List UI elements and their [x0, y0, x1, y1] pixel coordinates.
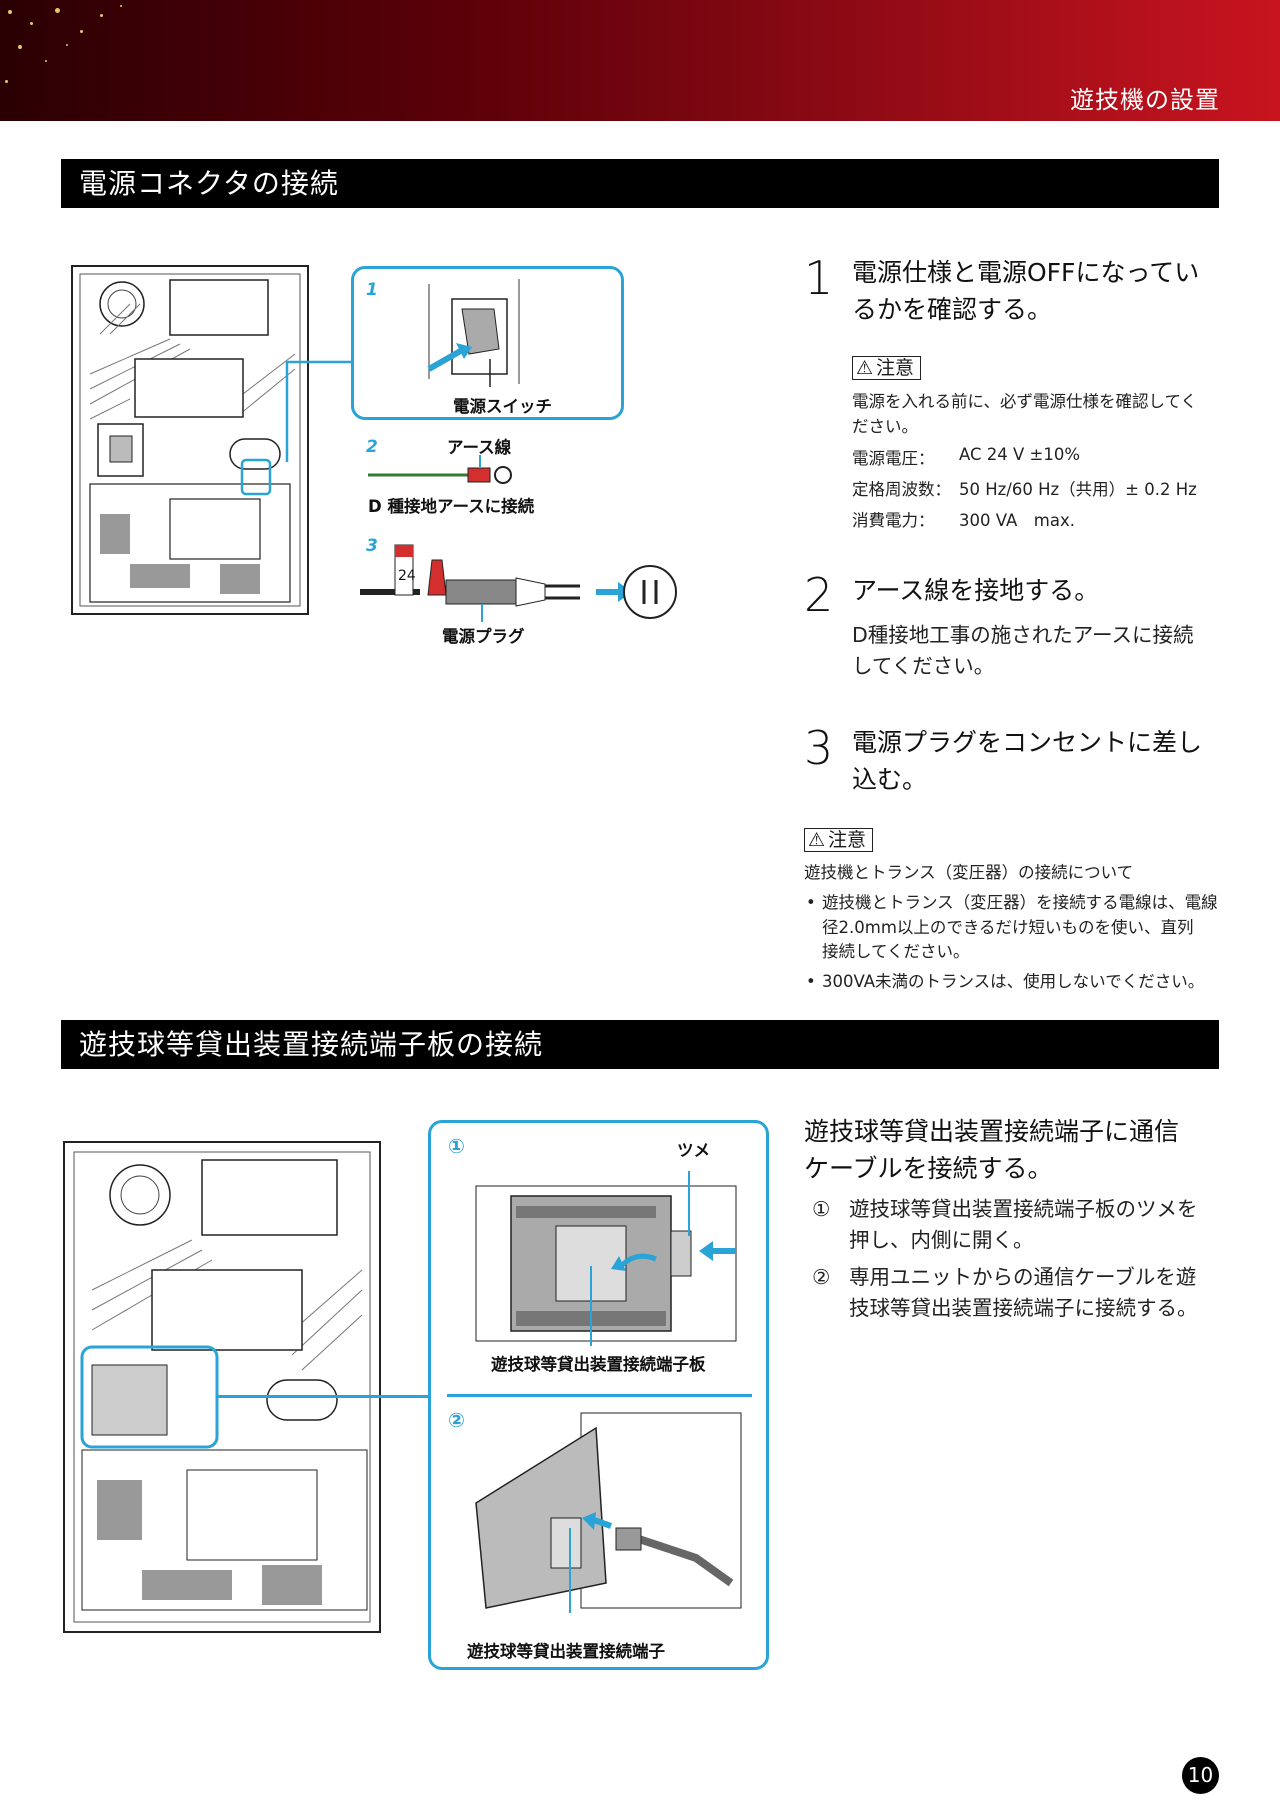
spec-row-frequency: 定格周波数：50 Hz/60 Hz（共用）± 0.2 Hz	[852, 480, 1197, 499]
earth-connect-label: D 種接地アースに接続	[368, 497, 535, 516]
caution-1-text: 電源を入れる前に、必ず電源仕様を確認してく ださい。	[852, 392, 1198, 436]
callout-connector-line	[285, 360, 358, 462]
terminal-callout-box: ツメ 遊技球等貸出装置接続端子板 遊技球等貸出装置接続端子	[428, 1120, 769, 1670]
board-label: 遊技球等貸出装置接続端子板	[491, 1355, 706, 1374]
callout-number-circle-2: ②	[448, 1408, 465, 1432]
callout-divider	[447, 1394, 752, 1397]
caution-2-bullet-1: 遊技機とトランス（変圧器）を接続する電線は、電線 径2.0mm以上のできるだけ短…	[804, 891, 1224, 965]
terminal-board-illustration	[475, 1171, 737, 1346]
plug-label: 電源プラグ	[442, 627, 525, 646]
earth-wire-label: アース線	[447, 438, 512, 457]
header-banner: 遊技機の設置	[0, 0, 1280, 121]
section2-intro: 遊技球等貸出装置接続端子に通信 ケーブルを接続する。	[804, 1117, 1180, 1183]
callout-connector-line-2	[217, 1395, 430, 1398]
step-3-number: 3	[804, 721, 834, 775]
caution-badge-2: ⚠注意	[804, 828, 874, 852]
caution-2-bullet-2: 300VA未満のトランスは、使用しないでください。	[804, 970, 1224, 995]
section2-item-2: ② 専用ユニットからの通信ケーブルを遊 技球等貸出装置接続端子に接続する。	[812, 1265, 1198, 1320]
step-1-number: 1	[804, 251, 834, 305]
step-3-text: 電源プラグをコンセントに差し 込む。	[852, 728, 1203, 794]
step-2-text: アース線を接地する。	[852, 576, 1100, 605]
plug-tag-text: 24	[398, 568, 416, 584]
warning-icon: ⚠	[808, 828, 826, 851]
power-plug-illustration: 24	[360, 544, 677, 622]
step-2-number: 2	[804, 568, 834, 622]
switch-label: 電源スイッチ	[453, 397, 552, 416]
warning-icon: ⚠	[856, 356, 874, 379]
earth-wire-illustration	[368, 455, 512, 484]
section-heading-power: 電源コネクタの接続	[61, 159, 1219, 208]
switch-callout-box: 電源スイッチ	[351, 266, 624, 420]
step-2-description: D種接地工事の施されたアースに接続 してください。	[852, 623, 1194, 678]
callout-number-1: 1	[366, 280, 378, 300]
section-heading-terminal: 遊技球等貸出装置接続端子板の接続	[61, 1020, 1219, 1069]
caution-2-intro: 遊技機とトランス（変圧器）の接続について	[804, 863, 1134, 882]
terminal-connect-illustration	[475, 1412, 742, 1613]
terminal-label: 遊技球等貸出装置接続端子	[467, 1642, 665, 1661]
section2-item-1: ① 遊技球等貸出装置接続端子板のツメを 押し、内側に開く。	[812, 1197, 1198, 1252]
page-number: 10	[1182, 1757, 1219, 1794]
step-1-text: 電源仕様と電源OFFになってい るかを確認する。	[852, 258, 1200, 324]
spec-row-voltage: 電源電圧：AC 24 V ±10%	[852, 445, 1081, 468]
spec-row-power: 消費電力：300 VA max.	[852, 511, 1075, 530]
machine-back-diagram-2	[63, 1141, 381, 1633]
tsume-label: ツメ	[677, 1141, 710, 1160]
callout-number-3: 3	[366, 536, 378, 556]
page-section-title: 遊技機の設置	[1070, 86, 1220, 114]
power-switch-illustration	[427, 279, 520, 387]
callout-number-2: 2	[366, 437, 378, 457]
caution-badge-1: ⚠注意	[852, 356, 922, 380]
machine-back-diagram-1	[71, 265, 309, 615]
callout-number-circle-1: ①	[448, 1134, 465, 1158]
